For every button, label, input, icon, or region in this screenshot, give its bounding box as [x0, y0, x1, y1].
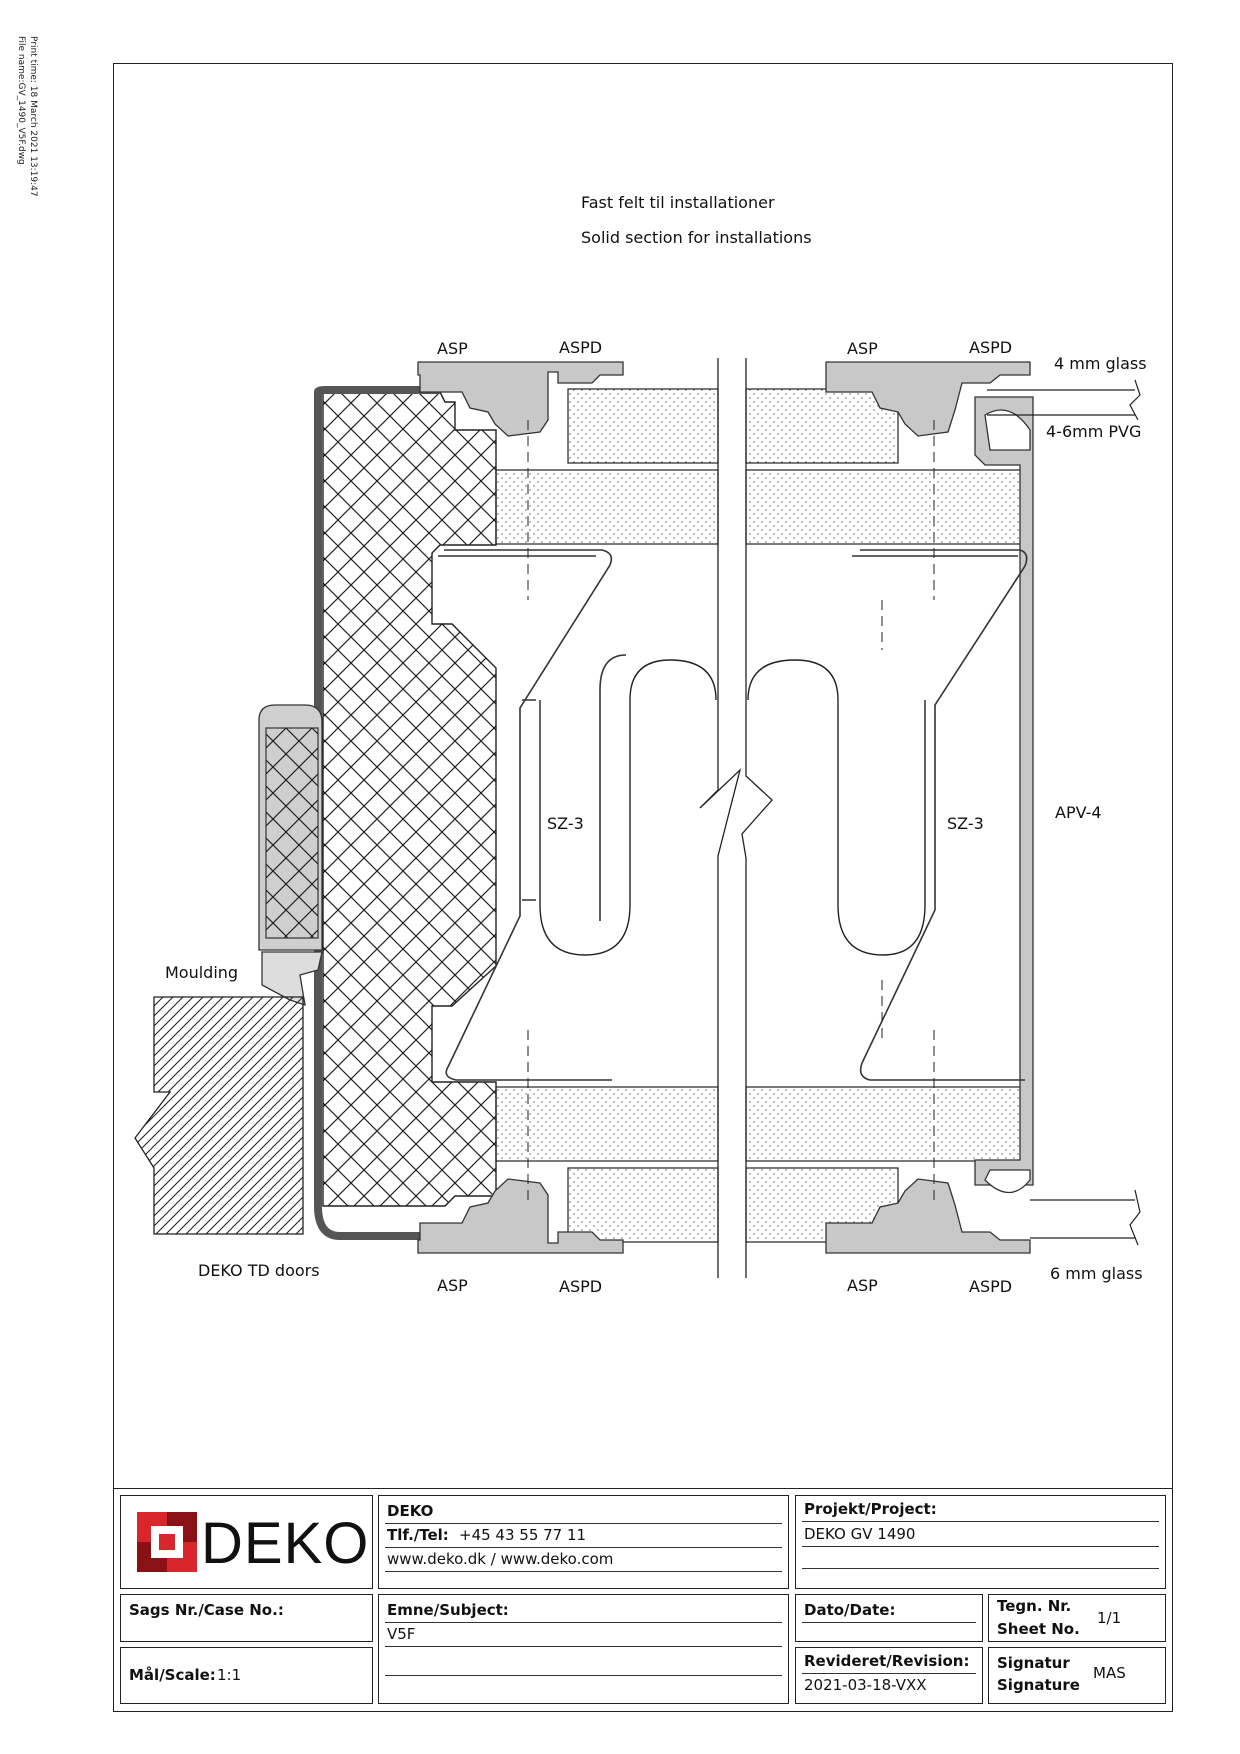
subject-value: V5F	[387, 1625, 416, 1643]
date-key: Dato/Date:	[804, 1601, 896, 1619]
revision-value: 2021-03-18-VXX	[804, 1676, 927, 1694]
signature-key-1: Signatur	[997, 1654, 1070, 1672]
tel-value: +45 43 55 77 11	[459, 1526, 587, 1544]
scale-value: 1:1	[217, 1666, 242, 1684]
label-asp-bottom-left: ASP	[437, 1276, 468, 1295]
subject-cell: Emne/Subject: V5F	[378, 1594, 789, 1704]
deko-logo-mark	[137, 1512, 197, 1572]
glass-panes	[987, 379, 1141, 1246]
label-asp-top-right: ASP	[847, 339, 878, 358]
wall-section	[134, 996, 304, 1235]
sz3-profiles	[438, 549, 1028, 1081]
project-value: DEKO GV 1490	[804, 1525, 916, 1543]
project-cell: Projekt/Project: DEKO GV 1490	[795, 1495, 1166, 1589]
label-sz3-right: SZ-3	[947, 814, 984, 833]
label-doors: DEKO TD doors	[198, 1261, 320, 1280]
apv4-profile	[974, 396, 1034, 1194]
company-name: DEKO	[387, 1502, 434, 1520]
subject-key: Emne/Subject:	[387, 1601, 509, 1619]
logo-cell: DEKO	[120, 1495, 373, 1589]
case-key: Sags Nr./Case No.:	[129, 1601, 284, 1619]
moulding	[258, 704, 323, 1006]
tel-key: Tlf./Tel:	[387, 1526, 449, 1544]
door-frame	[314, 386, 497, 1240]
website: www.deko.dk / www.deko.com	[387, 1550, 614, 1568]
title-block: DEKO DEKO Tlf./Tel: +45 43 55 77 11 www.…	[113, 1488, 1173, 1712]
label-asp-bottom-right: ASP	[847, 1276, 878, 1295]
signature-key-2: Signature	[997, 1676, 1080, 1694]
rail-profiles	[417, 361, 1031, 1254]
insulation	[495, 388, 1029, 1243]
signature-value: MAS	[1093, 1664, 1126, 1682]
logo-text: DEKO	[201, 1511, 370, 1576]
label-glass-bottom: 6 mm glass	[1050, 1264, 1143, 1283]
sheet-key-2: Sheet No.	[997, 1620, 1080, 1638]
label-aspd-bottom-left: ASPD	[559, 1277, 603, 1296]
sheet-key-1: Tegn. Nr.	[997, 1597, 1072, 1615]
label-sz3-left: SZ-3	[547, 814, 584, 833]
company-cell: DEKO Tlf./Tel: +45 43 55 77 11 www.deko.…	[378, 1495, 789, 1589]
label-pvg: 4-6mm PVG	[1046, 422, 1142, 441]
scale-key: Mål/Scale:	[129, 1666, 216, 1684]
dashed-axes	[527, 420, 935, 1200]
date-cell: Dato/Date:	[795, 1594, 983, 1642]
revision-cell: Revideret/Revision: 2021-03-18-VXX	[795, 1647, 983, 1704]
s-cutout	[539, 659, 926, 956]
sheet-cell: Tegn. Nr. Sheet No. 1/1	[988, 1594, 1166, 1642]
heading-danish: Fast felt til installationer	[581, 193, 775, 212]
case-cell: Sags Nr./Case No.:	[120, 1594, 373, 1642]
label-aspd-top-left: ASPD	[559, 338, 603, 357]
signature-cell: Signatur Signature MAS	[988, 1647, 1166, 1704]
scale-cell: Mål/Scale: 1:1	[120, 1647, 373, 1704]
heading-english: Solid section for installations	[581, 228, 812, 247]
label-apv4: APV-4	[1055, 803, 1102, 822]
project-key: Projekt/Project:	[804, 1500, 937, 1518]
label-aspd-bottom-right: ASPD	[969, 1277, 1013, 1296]
break-line	[699, 358, 773, 1278]
sheet-value: 1/1	[1097, 1609, 1122, 1627]
label-glass-top: 4 mm glass	[1054, 354, 1147, 373]
label-asp-top-left: ASP	[437, 339, 468, 358]
label-moulding: Moulding	[165, 963, 239, 982]
revision-key: Revideret/Revision:	[804, 1652, 970, 1670]
label-aspd-top-right: ASPD	[969, 338, 1013, 357]
